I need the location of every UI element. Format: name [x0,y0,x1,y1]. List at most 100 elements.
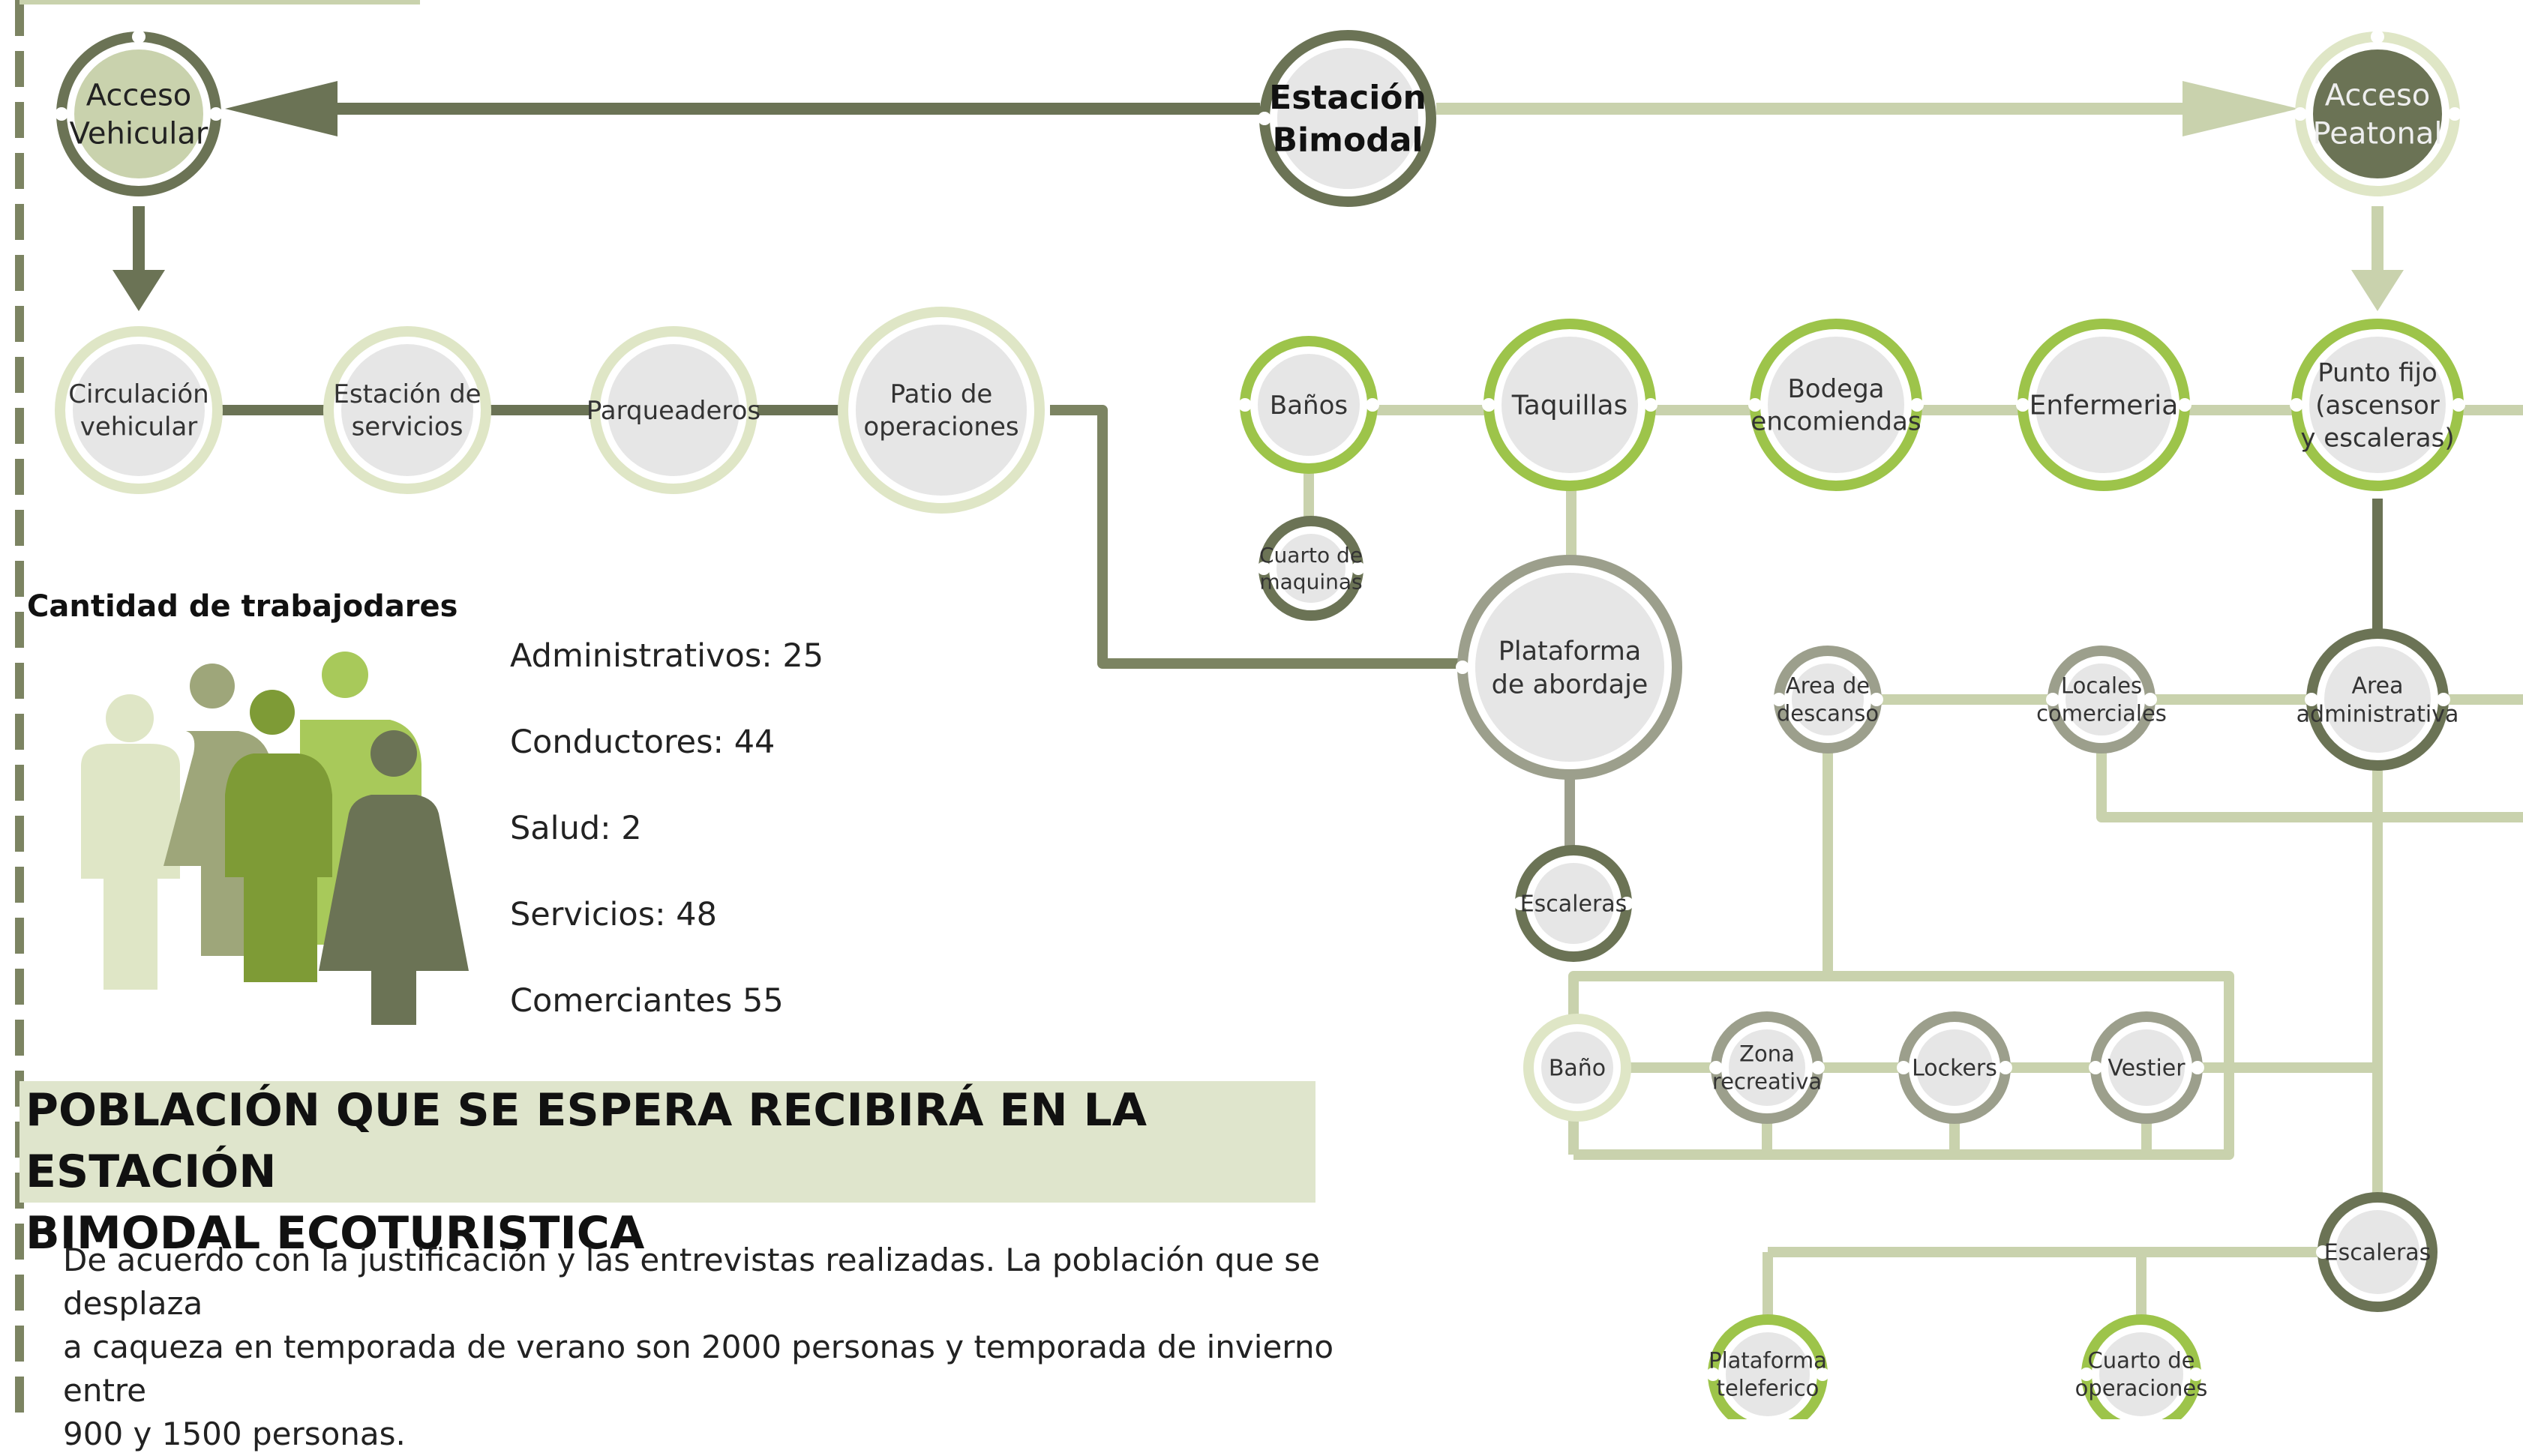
ring-gap [2016,398,2030,412]
ring-gap [2144,693,2157,706]
ring-gap [1238,398,1252,412]
node-area-admin: Area administrativa [2296,628,2459,771]
node-fill [1276,534,1346,603]
ring-gap [1514,897,1527,910]
ring-gap [1482,398,1496,412]
node-label: Locales [2061,673,2142,699]
ring-gap [2290,398,2303,412]
node-label: Plataforma [1708,1348,1827,1374]
ring-gap [2046,693,2060,706]
node-fill [608,344,740,476]
node-label: Circulación [68,379,208,409]
node-label: Vehicular [70,117,208,151]
ring-gap [55,107,68,121]
ring-gap [2294,107,2307,121]
people-icon [81,652,469,1025]
ring-gap [1644,398,1658,412]
ring-gap [2452,398,2465,412]
node-label: encomiendas [1750,407,1921,437]
node-label: Escaleras [1520,891,1628,918]
workers-heading: Cantidad de trabajodares [27,589,458,624]
population-text-line-1: De acuerdo con la justificación y las en… [63,1242,1320,1322]
ring-gap [1870,693,1883,706]
population-title-line-2: BIMODAL ECOTURISTICA [26,1207,645,1260]
node-label: Bimodal [1273,121,1424,160]
node-label: Taquillas [1511,391,1628,421]
node-fill [2309,337,2446,473]
node-label: administrativa [2296,702,2459,728]
node-fill [1533,863,1614,944]
ring-gap [2089,1061,2102,1074]
ring-gap [1816,1368,1829,1381]
node-label: Lockers [1912,1056,1997,1082]
node-label: Baños [1270,391,1348,421]
ring-gap [2080,1368,2093,1381]
node-label: Enfermeria [2030,391,2179,421]
node-label: Acceso [2325,78,2431,112]
stat-comerciantes: Comerciantes 55 [510,982,784,1020]
node-fill [1729,1029,1805,1106]
node-label: Patio de [890,379,993,409]
ring-gap [1999,1061,2012,1074]
node-label: (ascensor [2315,391,2439,421]
node-fill [341,344,473,476]
ring-gap [2191,1061,2204,1074]
node-label: Peatonal [2313,117,2443,151]
ring-gap [2178,398,2192,412]
ring-gap [1897,1061,1910,1074]
node-label: Bodega [1787,374,1884,404]
arrow-down-peatonal [2351,206,2404,311]
ring-gap [2437,693,2450,706]
ring-gap [1772,693,1786,706]
ring-gap [209,107,223,121]
node-label: comerciales [2036,701,2167,727]
node-label: Vestier [2108,1056,2186,1082]
stat-administrativos: Administrativos: 25 [510,637,824,675]
node-fill [1726,1332,1810,1416]
ring-gap [1456,661,1469,674]
node-label: Area [2351,673,2403,699]
arrow-to-acceso-vehicular [225,81,1260,136]
node-fill [1792,664,1864,735]
stat-salud: Salud: 2 [510,810,642,847]
node-label: Parqueaderos [586,396,760,426]
ring-gap [2371,30,2384,43]
node-fill [2336,1210,2420,1294]
ring-gap [1709,1061,1723,1074]
node-fill [1541,1032,1613,1104]
node-label: Cuarto de [1259,543,1363,568]
node-label: Escaleras [2324,1240,2432,1266]
node-label: Plataforma [1498,637,1642,667]
node-fill [1258,354,1360,456]
node-parqueaderos: Parqueaderos [586,326,760,494]
ring-gap [1258,112,1271,125]
node-label: Punto fijo [2318,358,2438,388]
node-escaleras-2: Escaleras [2316,1192,2438,1312]
ring-gap [132,30,146,43]
population-title-line-1: POBLACIÓN QUE SE ESPERA RECIBIRÁ EN LA E… [26,1084,1148,1198]
population-title-banner [20,1081,1316,1203]
node-fill [2066,664,2138,735]
ring-gap [2316,1245,2330,1259]
ring-gap [1748,398,1762,412]
node-label: teleferico [1717,1376,1820,1401]
node-label: descanso [1777,701,1879,727]
node-fill [2324,646,2431,753]
arrow-down-vehicular [112,206,165,311]
node-fill [2313,49,2442,178]
node-fill [1502,337,1638,473]
node-fill [1916,1029,1993,1106]
